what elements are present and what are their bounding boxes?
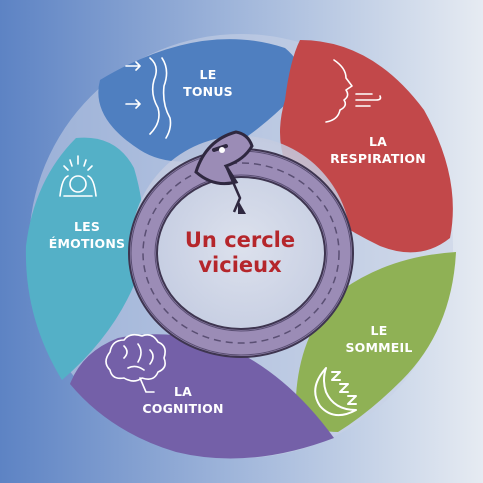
segment-cognition-label: LA COGNITION	[123, 383, 243, 417]
segment-sommeil-line1: LE	[370, 323, 388, 338]
segment-emotions-line1: LES	[73, 219, 101, 234]
segment-respiration-line1: LA	[368, 134, 388, 149]
segment-tonus-line2: TONUS	[183, 84, 233, 99]
brain-icon	[105, 333, 166, 393]
segment-cognition-line2: COGNITION	[142, 401, 224, 416]
segment-cognition-line1: LA	[173, 384, 193, 399]
segment-respiration-label: LA RESPIRATION	[318, 133, 438, 167]
segment-emotions-shape	[25, 137, 144, 380]
segment-tonus-line1: LE	[199, 67, 217, 82]
center-title: Un cercle vicieux	[150, 228, 330, 278]
segment-cognition-shape	[70, 334, 334, 459]
center-title-line2: vicieux	[198, 253, 282, 277]
body-posture-icon	[125, 57, 172, 139]
segment-tonus-shape	[98, 39, 301, 162]
center-title-line1: Un cercle	[184, 228, 296, 252]
stress-head-icon	[59, 155, 97, 197]
segment-respiration-line2: RESPIRATION	[330, 151, 426, 166]
moon-sleep-icon	[314, 367, 357, 417]
segment-tonus-label: LE TONUS	[168, 66, 248, 100]
segment-sommeil-line2: SOMMEIL	[345, 340, 413, 355]
segment-emotions-line2: ÉMOTIONS	[48, 236, 126, 251]
breathing-face-icon	[325, 59, 382, 123]
snake-ouroboros	[128, 130, 354, 358]
segment-sommeil-label: LE SOMMEIL	[334, 322, 424, 356]
segment-emotions-label: LES ÉMOTIONS	[42, 218, 132, 252]
